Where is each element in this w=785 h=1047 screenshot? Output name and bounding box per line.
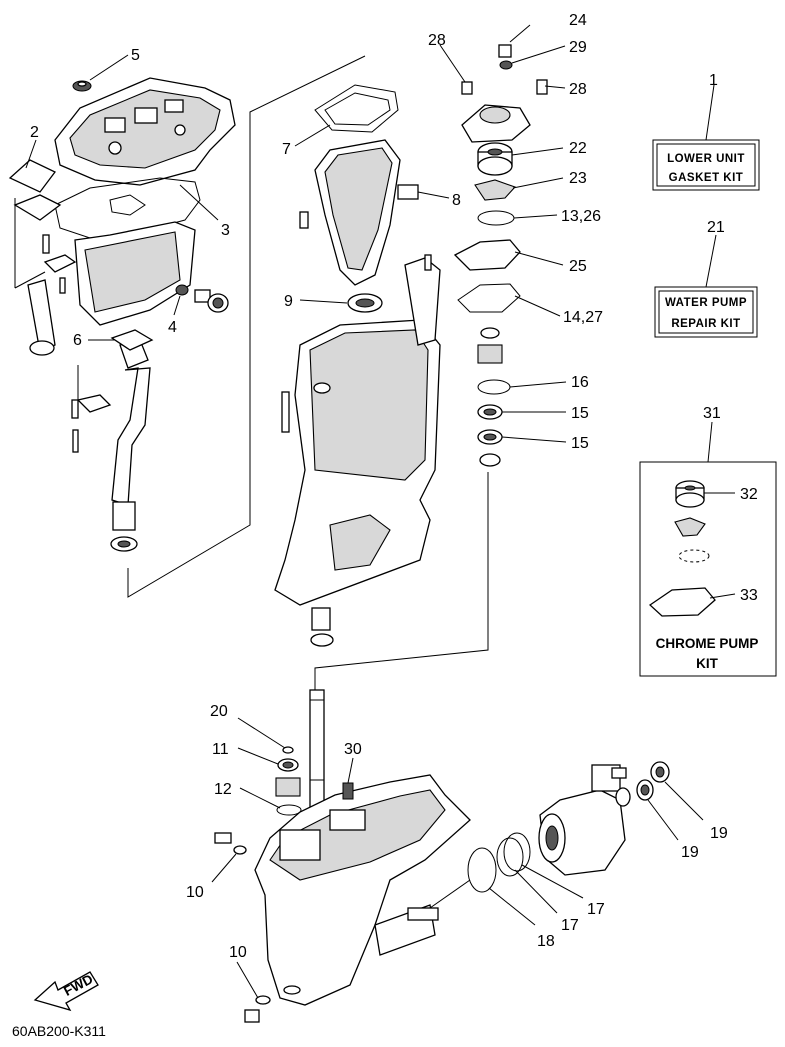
- drive-shaft-housing: [274, 254, 441, 606]
- water-pump-kit-label-2: REPAIR KIT: [671, 318, 740, 330]
- callout-17-upper: 17: [587, 901, 605, 918]
- callout-10-lower: 10: [229, 944, 247, 961]
- lower-unit-kit-label-1: LOWER UNIT: [667, 153, 745, 165]
- callout-22: 22: [569, 140, 587, 157]
- callout-11: 11: [212, 741, 229, 758]
- callout-30: 30: [344, 741, 362, 758]
- callout-33: 33: [740, 587, 758, 604]
- callout-15-upper: 15: [571, 405, 589, 422]
- callout-2: 2: [30, 124, 39, 141]
- pump-insert-22: [477, 142, 513, 176]
- chrome-kit-label-1: CHROME PUMP: [656, 636, 759, 651]
- callout-24: 24: [569, 12, 587, 29]
- callout-8: 8: [452, 192, 461, 209]
- assembly-group-lines: [14, 55, 489, 690]
- pump-small-parts: [477, 327, 511, 467]
- callout-18: 18: [537, 933, 555, 950]
- callout-31: 31: [703, 405, 721, 422]
- callout-9: 9: [284, 293, 293, 310]
- o-rings-17-18: [467, 832, 531, 893]
- left-pipe-assembly: [27, 234, 151, 552]
- shaft-seals: [275, 746, 302, 816]
- callout-21: 21: [707, 219, 725, 236]
- callout-25: 25: [569, 258, 587, 275]
- callout-23: 23: [569, 170, 587, 187]
- drain-screws: [214, 832, 271, 1023]
- callout-28-left: 28: [428, 32, 446, 49]
- gasket-3: [54, 177, 201, 239]
- callout-29: 29: [569, 39, 587, 56]
- water-pump-kit-label-1: WATER PUMP: [665, 297, 747, 309]
- callout-13-26: 13,26: [561, 208, 601, 225]
- chrome-pump-kit-box: CHROME PUMP KIT: [639, 461, 777, 677]
- seal-9: [347, 293, 383, 313]
- fwd-arrow-icon: FWD: [33, 971, 99, 1012]
- propeller-shaft-housing: [538, 764, 631, 876]
- exhaust-guide-body: [74, 221, 196, 326]
- callout-7: 7: [282, 141, 291, 158]
- callout-10-upper: 10: [186, 884, 204, 901]
- gasket-6: [110, 329, 154, 351]
- callout-1: 1: [709, 72, 718, 89]
- lower-unit-kit-label-2: GASKET KIT: [669, 172, 744, 184]
- drive-shaft-gear: [310, 607, 334, 647]
- callout-numbers: 5 2 3 4 6 7 8 9 24 29 28 28 22 23 13,26 …: [30, 12, 758, 961]
- drawing-code: 60AB200-K311: [12, 1023, 106, 1039]
- gear-case-lower-unit: [254, 774, 471, 1006]
- callout-19-lower: 19: [681, 844, 699, 861]
- gasket-14-27: [457, 283, 521, 313]
- callout-32: 32: [740, 486, 758, 503]
- gasket-7: [314, 84, 399, 133]
- exhaust-manifold-8: [299, 139, 419, 286]
- water-pump-housing: [461, 44, 548, 143]
- callout-14-27: 14,27: [563, 309, 603, 326]
- callout-28-right: 28: [569, 81, 587, 98]
- propeller-shaft-seals: [636, 761, 670, 801]
- impeller-23: [474, 179, 516, 201]
- callout-16: 16: [571, 374, 589, 391]
- lower-unit-gasket-kit-box: LOWER UNIT GASKET KIT: [652, 139, 760, 191]
- callout-19-upper: 19: [710, 825, 728, 842]
- callout-15-lower: 15: [571, 435, 589, 452]
- chrome-kit-label-2: KIT: [696, 656, 719, 671]
- mount-brackets-2: [8, 159, 77, 273]
- o-ring-13-26: [477, 210, 515, 226]
- outer-plate-25: [453, 239, 521, 271]
- sleeve-30: [342, 782, 354, 800]
- callout-4: 4: [168, 319, 177, 336]
- upper-casing-bracket: [54, 77, 236, 186]
- grommet-4: [175, 284, 229, 313]
- callout-12: 12: [214, 781, 232, 798]
- callout-3: 3: [221, 222, 230, 239]
- callout-20: 20: [210, 703, 228, 720]
- callout-5: 5: [131, 47, 140, 64]
- water-pump-repair-kit-box: WATER PUMP REPAIR KIT: [654, 286, 758, 338]
- callout-6: 6: [73, 332, 82, 349]
- callout-17-lower: 17: [561, 917, 579, 934]
- leader-lines: [25, 24, 736, 999]
